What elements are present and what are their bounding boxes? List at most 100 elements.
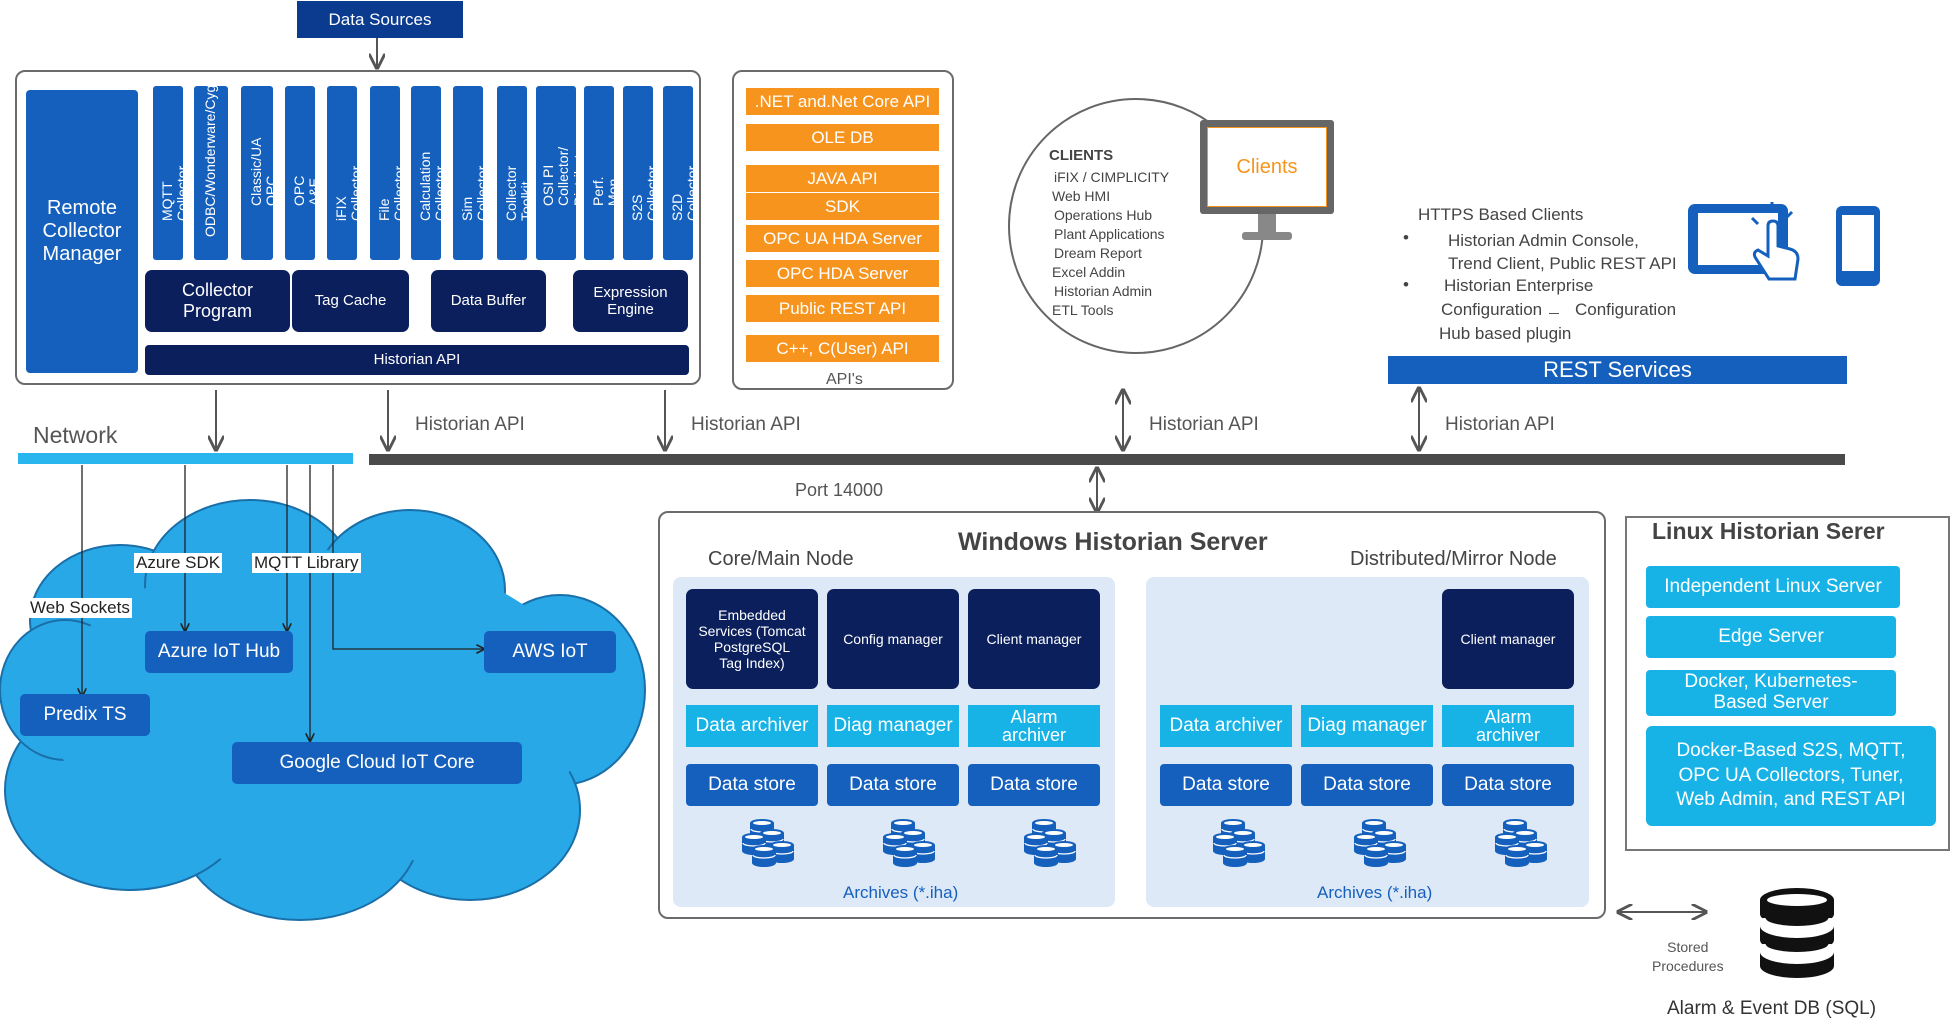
- data-store: Data store: [686, 764, 818, 806]
- diag-manager: Diag manager: [827, 705, 959, 747]
- api-item: OLE DB: [746, 124, 939, 151]
- collector-label: File Collector: [376, 165, 408, 222]
- linux-edge-server: Edge Server: [1646, 616, 1896, 658]
- azure-sdk-label: Azure SDK: [134, 553, 223, 574]
- client-manager-mirror: Client manager: [1442, 589, 1574, 689]
- remote-collector-manager: Remote Collector Manager: [26, 90, 138, 373]
- archive-db-icon: [883, 819, 935, 867]
- linux-docker-server: Docker, Kubernetes- Based Server: [1646, 670, 1896, 716]
- client-item: Web HMI: [1052, 188, 1111, 204]
- collector-label: S2D Collector: [669, 165, 701, 222]
- tablet-touch-icon: [1688, 202, 1880, 286]
- data-sources-label: Data Sources: [328, 9, 432, 29]
- clients-heading: CLIENTS: [1049, 147, 1114, 164]
- predix-ts: Predix TS: [20, 694, 150, 736]
- network-bar: [18, 453, 353, 464]
- rest-services: REST Services: [1388, 356, 1847, 384]
- collector-column: Classic/UA OPC Collector: [241, 86, 295, 260]
- collector-column: ODBC/Wonderware/Cyg: [194, 84, 228, 260]
- https-client-item-2-config: Configuration: [1441, 300, 1543, 319]
- linux-independent-server: Independent Linux Server: [1646, 566, 1900, 608]
- collector-column: MQTT Collector: [153, 86, 190, 260]
- network-drops: [0, 465, 650, 785]
- api-item: OPC UA HDA Server: [746, 225, 939, 252]
- api-item: OPC HDA Server: [746, 260, 939, 287]
- collector-label: OSI PI Collector/ Distributor: [540, 142, 587, 206]
- embedded-services: Embedded Services (Tomcat PostgreSQL Tag…: [686, 589, 818, 689]
- client-manager: Client manager: [968, 589, 1100, 689]
- archives-label: Archives (*.iha): [843, 883, 959, 902]
- collector-label: ODBC/Wonderware/Cyg: [202, 84, 218, 237]
- collector-column: Calculation Collector: [411, 86, 448, 260]
- expression-engine: Expression Engine: [573, 270, 688, 332]
- linux-server-title: Linux Historian Serer: [1652, 518, 1885, 544]
- config-manager: Config manager: [827, 589, 959, 689]
- archive-db-icon: [1354, 819, 1406, 867]
- https-client-item-1: Historian Admin Console, Trend Client, P…: [1448, 231, 1677, 273]
- core-node-label: Core/Main Node: [708, 548, 854, 570]
- network-label: Network: [33, 422, 118, 448]
- collector-column: Perf. Mon. Collector: [584, 86, 637, 260]
- collector-label: Sim Collector: [459, 165, 491, 222]
- data-store-mirror: Data store: [1301, 764, 1433, 806]
- collector-historian-api: Historian API: [145, 345, 689, 375]
- stored-procedures-label: Stored Procedures: [1652, 939, 1724, 974]
- data-store: Data store: [968, 764, 1100, 806]
- collector-program: Collector Program: [145, 270, 290, 332]
- port-label: Port 14000: [795, 480, 884, 500]
- dash: [1549, 313, 1559, 314]
- https-client-item-2-plugin: Hub based plugin: [1439, 324, 1572, 343]
- data-store: Data store: [827, 764, 959, 806]
- client-item: Excel Addin: [1052, 264, 1126, 280]
- collector-column: OSI PI Collector/ Distributor: [536, 86, 587, 260]
- api-item: SDK: [746, 193, 939, 220]
- archive-db-icon: [1213, 819, 1265, 867]
- collector-label: iFIX Collector: [333, 165, 365, 222]
- collector-column: OPC A&E Collector: [285, 86, 338, 260]
- collector-label: MQTT Collector: [159, 165, 191, 222]
- archive-db-icon: [1024, 819, 1076, 867]
- apis-caption: API's: [826, 371, 863, 388]
- collector-label: Collector Toolkit: [503, 165, 535, 222]
- monitor-base: [1242, 232, 1292, 240]
- mqtt-library-label: MQTT Library: [252, 553, 361, 574]
- client-item: iFIX / CIMPLICITY: [1054, 169, 1170, 185]
- collector-column: Sim Collector: [453, 86, 490, 260]
- azure-iot-hub: Azure IoT Hub: [145, 631, 293, 673]
- collector-label: S2S Collector: [629, 165, 661, 222]
- https-clients-title: HTTPS Based Clients: [1418, 205, 1584, 224]
- windows-server-title: Windows Historian Server: [958, 528, 1268, 556]
- monitor-screen: Clients: [1207, 127, 1327, 207]
- diag-manager-mirror: Diag manager: [1301, 705, 1433, 747]
- alarm-db-label: Alarm & Event DB (SQL): [1667, 998, 1877, 1019]
- bus-label-1: Historian API: [415, 414, 525, 435]
- api-item: JAVA API: [746, 165, 939, 192]
- https-client-item-2: Historian Enterprise: [1444, 276, 1594, 295]
- archive-db-icon: [742, 819, 794, 867]
- api-item: C++, C(User) API: [746, 335, 939, 362]
- data-buffer: Data Buffer: [431, 270, 546, 332]
- bullet: •: [1403, 228, 1409, 247]
- bullet: •: [1403, 275, 1409, 294]
- mirror-node-label: Distributed/Mirror Node: [1350, 548, 1557, 570]
- data-sources-box: Data Sources: [297, 1, 463, 38]
- collector-label: Calculation Collector: [417, 151, 449, 222]
- client-item: Historian Admin: [1054, 283, 1153, 299]
- web-sockets-label: Web Sockets: [28, 598, 132, 619]
- aws-iot: AWS IoT: [484, 631, 616, 673]
- archives-label-mirror: Archives (*.iha): [1317, 883, 1433, 902]
- client-item: Plant Applications: [1054, 226, 1165, 242]
- bus-label-4: Historian API: [1445, 414, 1555, 435]
- api-item: .NET and.Net Core API: [746, 88, 939, 115]
- archive-db-icon: [1495, 819, 1547, 867]
- collector-column: Collector Toolkit: [497, 86, 534, 260]
- clients-list: iFIX / CIMPLICITY Web HMI Operations Hub…: [1052, 168, 1169, 320]
- https-client-item-2-config-b: Configuration: [1575, 300, 1677, 319]
- bus-label-3: Historian API: [1149, 414, 1259, 435]
- collector-column: S2D Collector: [663, 86, 700, 260]
- historian-api-bus: [369, 454, 1845, 465]
- alarm-archiver-mirror: Alarm archiver: [1442, 705, 1574, 747]
- alarm-archiver: Alarm archiver: [968, 705, 1100, 747]
